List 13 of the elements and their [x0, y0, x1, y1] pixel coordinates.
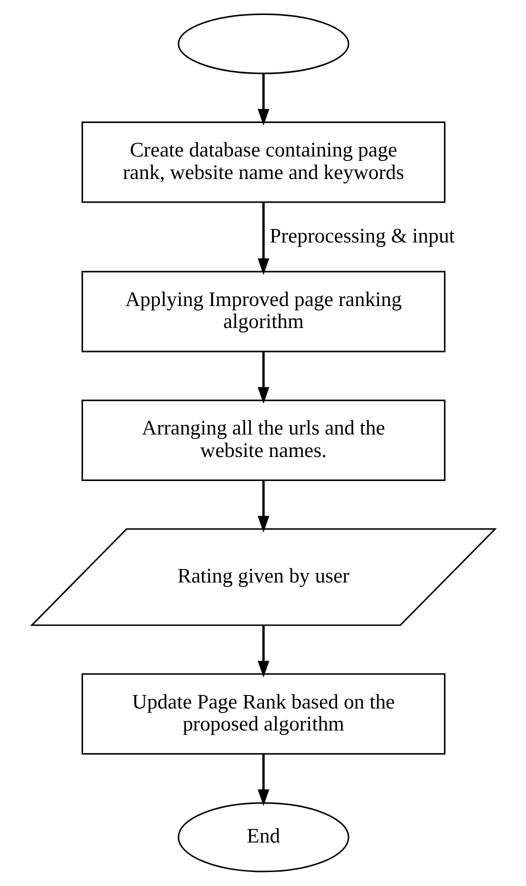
node-box: Create database containing page rank, website name and keywords — [81, 122, 445, 203]
node-ellipse — [177, 14, 349, 74]
arrow — [257, 352, 269, 404]
node-box: Arranging all the urls and the website names. — [81, 400, 445, 481]
node-box: Update Page Rank based on the proposed algorithm — [81, 673, 445, 755]
node-ellipse: End — [177, 802, 349, 872]
arrow — [257, 202, 269, 275]
arrow — [257, 625, 269, 678]
edge-label: Preprocessing & input — [269, 225, 454, 248]
arrow — [257, 754, 269, 806]
arrow — [257, 480, 269, 533]
arrow — [257, 74, 269, 126]
node-box: Applying Improved page ranking algorithm — [81, 270, 445, 352]
